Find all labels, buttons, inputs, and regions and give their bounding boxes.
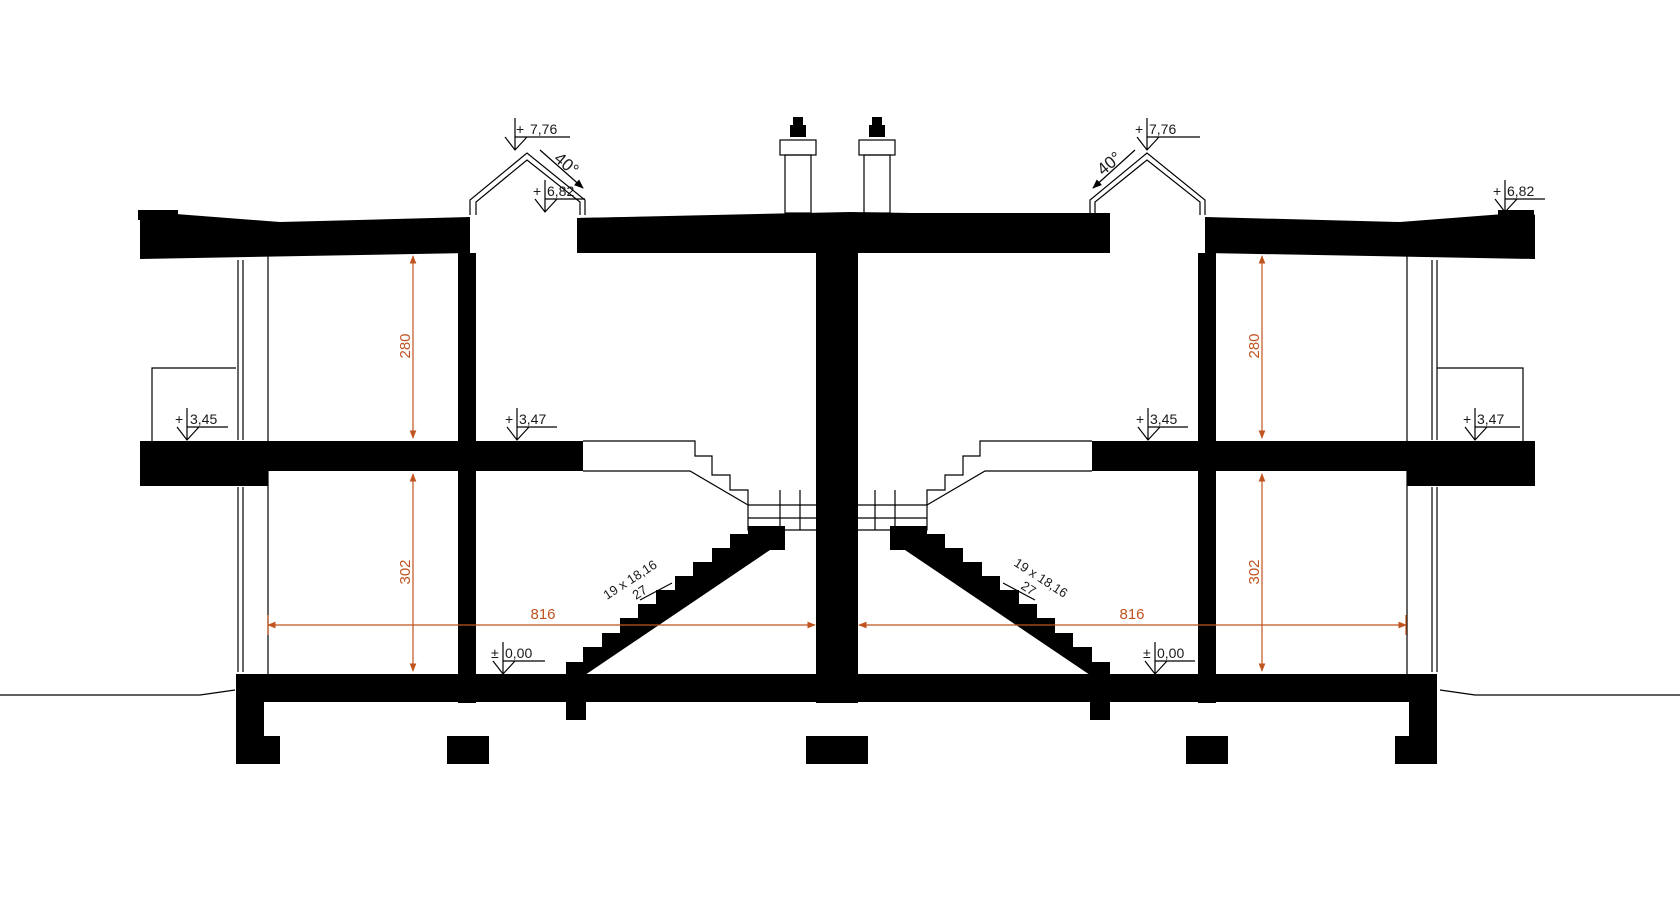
window-upper-right: [1431, 260, 1438, 440]
elevation-sign: +: [533, 183, 541, 199]
floor-slab-right-outer: [1407, 441, 1535, 486]
wall-center: [816, 253, 858, 703]
elevation-label: 0,00: [1157, 645, 1184, 661]
dim-height-upper-right: 280: [1246, 333, 1263, 358]
roof-pitch-left: 40°: [550, 149, 582, 180]
roof-slab-right-outer: [1205, 212, 1535, 259]
dormer-left: [469, 152, 586, 215]
stair-footing-right: [1090, 695, 1110, 720]
ground-slab-right: [858, 674, 1437, 702]
dim-height-lower-left: 302: [397, 559, 414, 584]
footing-left-inner: [447, 736, 489, 764]
window-lower-right: [1431, 487, 1438, 672]
window-lower-left: [237, 487, 244, 672]
stair-rise-left: 19 x 18,16: [600, 557, 659, 603]
elevation-marker-floor1-right-outer: + 3,47: [1463, 408, 1520, 441]
elevation-label: 3,45: [1150, 411, 1177, 427]
elevation-marker-ground-right: ± 0,00: [1143, 642, 1195, 675]
floor-slab-left-outer: [140, 441, 268, 486]
footing-center: [806, 736, 868, 764]
stair-rise-right: 19 x 18,16: [1011, 555, 1070, 601]
stair-landing-right: [858, 440, 1092, 531]
elevation-sign: +: [505, 411, 513, 427]
stair-footing-left: [566, 695, 586, 720]
elevation-sign: +: [516, 121, 524, 137]
elevation-marker-floor1-left-outer: + 3,45: [175, 408, 228, 441]
ground-slab-left: [236, 674, 841, 702]
dim-width-right: 816: [1119, 606, 1144, 623]
dimension-lines: [267, 255, 1407, 672]
elevation-label: 7,76: [1149, 121, 1176, 137]
window-upper-left: [237, 260, 244, 440]
balcony-rail-right: [1437, 367, 1524, 441]
dim-height-lower-right: 302: [1246, 559, 1263, 584]
roof-pitch-arrow-left: [539, 149, 584, 189]
chimney-left: [779, 117, 817, 214]
elevation-marker-floor1-left-inner: + 3,47: [505, 408, 557, 441]
roof-pitch-arrow-right: [1092, 149, 1136, 189]
elevation-label: 0,00: [505, 645, 532, 661]
right-unit: [858, 152, 1535, 764]
footing-right-inner: [1186, 736, 1228, 764]
elevation-label: 7,76: [530, 121, 557, 137]
elevation-marker-eave-right: + 6,82: [1493, 180, 1545, 213]
stair-lower-left: [566, 526, 785, 695]
dim-height-upper-left: 280: [397, 333, 414, 358]
elevation-sign: +: [1135, 121, 1143, 137]
wall-right-inner: [1198, 253, 1216, 703]
elevation-marker-ridge-right: + 7,76: [1135, 118, 1200, 151]
elevation-label: 3,47: [519, 411, 546, 427]
elevation-sign: +: [1493, 183, 1501, 199]
roof-slab-center-top: [577, 212, 1098, 253]
floor-slab-right-inner: [1092, 441, 1407, 471]
elevation-label: 6,82: [547, 183, 574, 199]
elevation-sign: +: [175, 411, 183, 427]
chimney-right: [858, 117, 896, 214]
roof-eave-cap-right: [1498, 210, 1534, 220]
stair-landing-left: [583, 440, 820, 531]
left-unit: [138, 152, 1110, 764]
elevation-sign: ±: [491, 645, 499, 661]
elevation-marker-floor1-right-inner: + 3,45: [1136, 408, 1188, 441]
stair-lower-right: [890, 526, 1110, 695]
dim-width-left: 816: [530, 606, 555, 623]
footing-right-outer: [1395, 736, 1437, 764]
elevation-marker-eave-left: + 6,82: [533, 180, 585, 213]
wall-left-inner: [458, 253, 476, 703]
ground-line: [0, 689, 1680, 696]
elevation-label: 6,82: [1507, 183, 1534, 199]
roof-slab-left-outer: [140, 212, 470, 259]
elevation-marker-ground-left: ± 0,00: [491, 642, 545, 675]
dormer-right: [1089, 152, 1206, 215]
balcony-rail-left: [151, 367, 236, 441]
elevation-label: 3,47: [1477, 411, 1504, 427]
elevation-marker-ridge-left: + 7,76: [504, 118, 570, 151]
floor-slab-left-inner: [268, 441, 583, 471]
roof-eave-cap-left: [138, 210, 178, 220]
elevation-sign: +: [1136, 411, 1144, 427]
footing-left-outer: [236, 736, 280, 764]
elevation-label: 3,45: [190, 411, 217, 427]
elevation-sign: +: [1463, 411, 1471, 427]
elevation-sign: ±: [1143, 645, 1151, 661]
